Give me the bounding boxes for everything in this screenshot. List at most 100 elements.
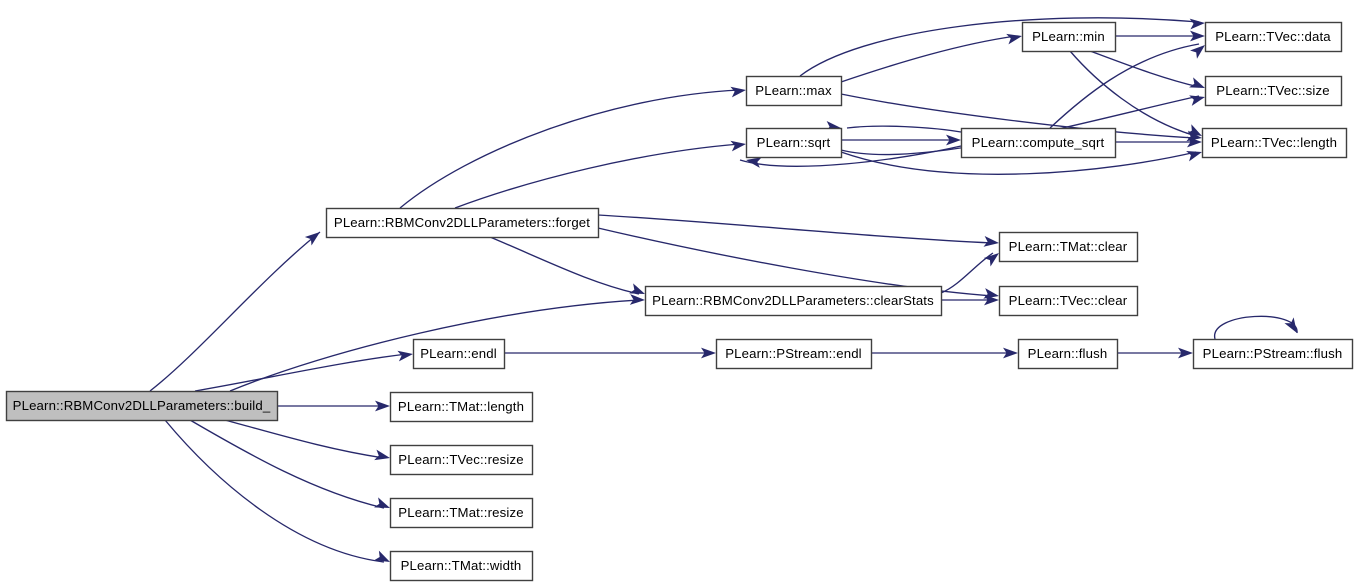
node-flush[interactable]: PLearn::flush xyxy=(1017,338,1119,370)
node-box-tmat_resize[interactable] xyxy=(389,497,534,529)
node-sqrt[interactable]: PLearn::sqrt xyxy=(745,127,843,159)
edge-forget-to-clearstats xyxy=(489,236,640,295)
node-label-clearstats: PLearn::RBMConv2DLLParameters::clearStat… xyxy=(652,293,934,308)
edge-max-to-tvec_data xyxy=(799,17,1200,77)
arrowhead xyxy=(701,347,716,359)
arrowhead xyxy=(1190,45,1205,59)
arrowhead xyxy=(304,232,320,246)
arrowhead xyxy=(730,86,746,98)
edge-compute_sqrt-to-sqrt xyxy=(846,125,962,133)
edge-max-to-tvec_length xyxy=(840,93,1197,139)
edge-build-to-tvec_resize xyxy=(224,419,385,459)
node-label-build: PLearn::RBMConv2DLLParameters::build_ xyxy=(13,398,271,413)
node-label-min: PLearn::min xyxy=(1032,29,1105,44)
edge-forget-to-max xyxy=(399,89,741,209)
node-label-forget: PLearn::RBMConv2DLLParameters::forget xyxy=(334,215,590,230)
node-label-tvec_data: PLearn::TVec::data xyxy=(1215,29,1331,44)
node-label-tmat_clear: PLearn::TMat::clear xyxy=(1009,239,1128,254)
node-box-build[interactable] xyxy=(5,390,279,422)
node-box-tmat_length[interactable] xyxy=(389,391,534,423)
node-label-pstream_endl: PLearn::PStream::endl xyxy=(725,346,862,361)
node-box-flush[interactable] xyxy=(1017,338,1119,370)
edge-forget-to-sqrt xyxy=(454,143,741,209)
node-label-tmat_length: PLearn::TMat::length xyxy=(398,399,524,414)
node-tvec_length[interactable]: PLearn::TVec::length xyxy=(1201,127,1348,159)
node-tvec_size[interactable]: PLearn::TVec::size xyxy=(1204,75,1343,107)
arrowhead xyxy=(1284,317,1297,333)
arrowhead xyxy=(730,140,746,152)
node-endl[interactable]: PLearn::endl xyxy=(412,338,506,370)
arrowhead xyxy=(1189,18,1205,30)
arrowhead xyxy=(983,253,999,267)
node-box-compute_sqrt[interactable] xyxy=(960,127,1117,159)
node-label-max: PLearn::max xyxy=(755,83,832,98)
arrowhead xyxy=(1186,150,1202,162)
node-box-max[interactable] xyxy=(745,75,843,107)
node-box-forget[interactable] xyxy=(325,207,600,239)
node-box-tvec_resize[interactable] xyxy=(389,444,534,476)
edge-sqrt-to-tvec_length xyxy=(840,151,1197,175)
node-label-endl: PLearn::endl xyxy=(420,346,497,361)
node-label-compute_sqrt: PLearn::compute_sqrt xyxy=(972,135,1105,150)
node-tvec_data[interactable]: PLearn::TVec::data xyxy=(1204,21,1343,53)
node-label-tmat_resize: PLearn::TMat::resize xyxy=(398,505,523,520)
arrowhead xyxy=(375,400,390,412)
node-label-pstream_flush: PLearn::PStream::flush xyxy=(1203,346,1343,361)
node-pstream_endl[interactable]: PLearn::PStream::endl xyxy=(715,338,873,370)
edge-build-to-forget xyxy=(149,231,321,392)
arrowhead xyxy=(1003,347,1018,359)
node-tmat_clear[interactable]: PLearn::TMat::clear xyxy=(998,231,1139,263)
node-box-endl[interactable] xyxy=(412,338,506,370)
edge-clearstats-to-tmat_clear xyxy=(940,252,994,294)
node-label-tmat_width: PLearn::TMat::width xyxy=(401,558,522,573)
node-max[interactable]: PLearn::max xyxy=(745,75,843,107)
edge-min-to-tvec_length xyxy=(1069,50,1197,137)
node-label-sqrt: PLearn::sqrt xyxy=(757,135,831,150)
arrowhead xyxy=(374,449,390,461)
edge-min-to-tvec_size xyxy=(1089,50,1200,88)
edge-compute_sqrt-to-tvec_data xyxy=(1049,43,1200,129)
edge-build-to-tmat_width xyxy=(164,419,385,563)
arrowhead xyxy=(1178,347,1193,359)
edge-pstream_flush-to-pstream_flush xyxy=(1214,315,1298,340)
arrowhead xyxy=(629,283,645,294)
arrowhead xyxy=(946,134,961,146)
node-tmat_length[interactable]: PLearn::TMat::length xyxy=(389,391,534,423)
node-box-pstream_endl[interactable] xyxy=(715,338,873,370)
arrowhead xyxy=(983,236,999,247)
node-tvec_clear[interactable]: PLearn::TVec::clear xyxy=(998,285,1139,317)
node-box-sqrt[interactable] xyxy=(745,127,843,159)
node-compute_sqrt[interactable]: PLearn::compute_sqrt xyxy=(960,127,1117,159)
node-forget[interactable]: PLearn::RBMConv2DLLParameters::forget xyxy=(325,207,600,239)
node-box-tmat_clear[interactable] xyxy=(998,231,1139,263)
node-box-tvec_clear[interactable] xyxy=(998,285,1139,317)
node-tmat_resize[interactable]: PLearn::TMat::resize xyxy=(389,497,534,529)
node-label-tvec_length: PLearn::TVec::length xyxy=(1211,135,1337,150)
arrowhead xyxy=(984,294,999,306)
node-label-tvec_clear: PLearn::TVec::clear xyxy=(1009,293,1128,308)
node-box-tmat_width[interactable] xyxy=(389,550,534,582)
edges-layer xyxy=(149,17,1298,563)
node-clearstats[interactable]: PLearn::RBMConv2DLLParameters::clearStat… xyxy=(644,285,943,317)
node-box-tvec_size[interactable] xyxy=(1204,75,1343,107)
node-tvec_resize[interactable]: PLearn::TVec::resize xyxy=(389,444,534,476)
arrowhead xyxy=(1187,136,1202,148)
arrowhead xyxy=(746,157,762,168)
node-box-pstream_flush[interactable] xyxy=(1192,338,1354,370)
arrowhead xyxy=(1190,30,1205,42)
node-min[interactable]: PLearn::min xyxy=(1021,21,1117,53)
node-box-clearstats[interactable] xyxy=(644,285,943,317)
arrowhead xyxy=(374,550,390,562)
node-tmat_width[interactable]: PLearn::TMat::width xyxy=(389,550,534,582)
edge-forget-to-tvec_clear xyxy=(597,227,994,297)
node-box-tvec_data[interactable] xyxy=(1204,21,1343,53)
node-pstream_flush[interactable]: PLearn::PStream::flush xyxy=(1192,338,1354,370)
arrowhead xyxy=(1189,95,1205,106)
node-box-tvec_length[interactable] xyxy=(1201,127,1348,159)
arrowhead xyxy=(1186,124,1202,136)
node-label-flush: PLearn::flush xyxy=(1028,346,1108,361)
node-build[interactable]: PLearn::RBMConv2DLLParameters::build_ xyxy=(5,390,279,422)
node-box-min[interactable] xyxy=(1021,21,1117,53)
